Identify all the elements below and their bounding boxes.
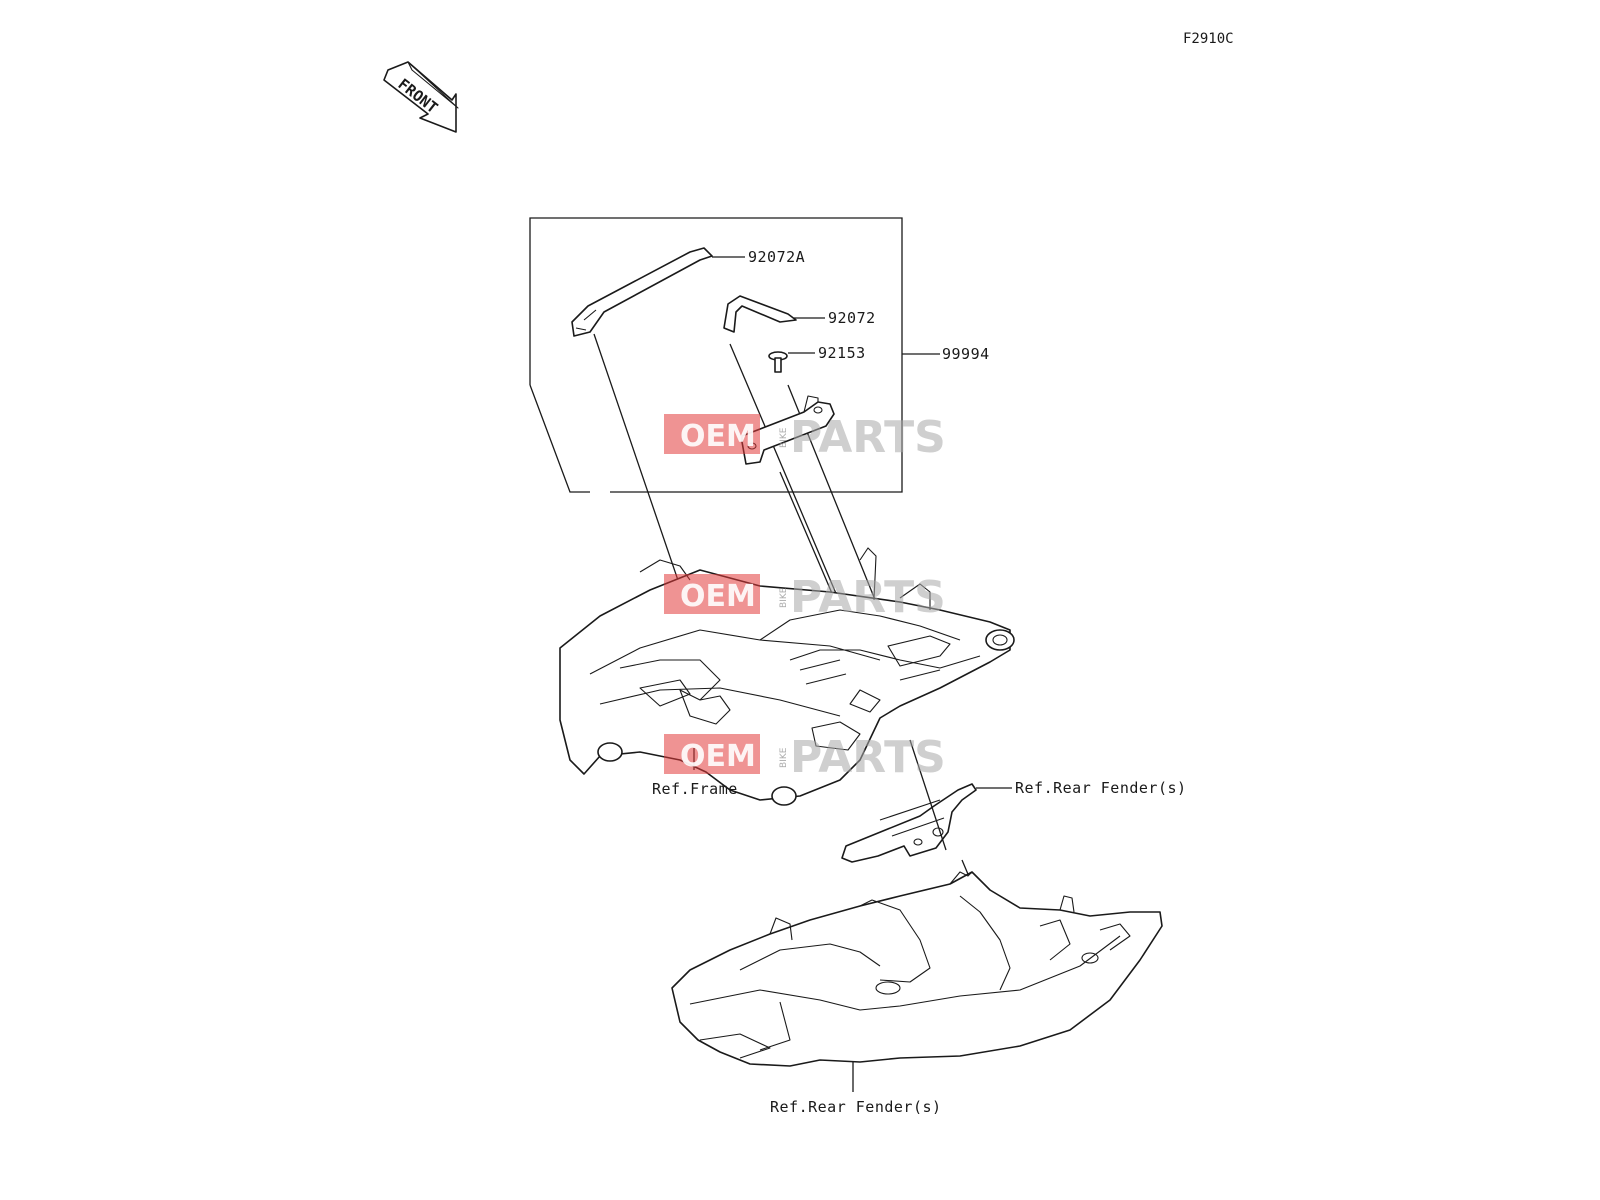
label-ref-rear-fender-lower: Ref.Rear Fender(s)	[770, 1098, 942, 1116]
label-99994: 99994	[942, 345, 990, 363]
watermark-oem: OEM	[680, 419, 756, 454]
label-92072: 92072	[828, 309, 876, 327]
watermark-oem: OEM	[680, 739, 756, 774]
label-ref-rear-fender-upper: Ref.Rear Fender(s)	[1015, 779, 1187, 797]
kit-outline	[529, 217, 940, 493]
watermark-bike: BIKE	[779, 587, 789, 608]
watermark-oem: OEM	[680, 579, 756, 614]
label-ref-frame: Ref.Frame	[652, 780, 738, 798]
watermark-3: OEM BIKE PARTS	[664, 732, 946, 783]
label-92153: 92153	[818, 344, 866, 362]
label-92072a: 92072A	[748, 248, 805, 266]
rear-fender	[671, 871, 1163, 1092]
watermark-bike: BIKE	[779, 427, 789, 448]
diagram-code: F2910C	[1183, 31, 1234, 47]
watermark-parts: PARTS	[790, 412, 946, 463]
watermark-parts: PARTS	[790, 572, 946, 623]
front-arrow-icon: FRONT	[383, 61, 459, 133]
watermark-1: OEM BIKE PARTS	[664, 412, 946, 463]
watermark-bike: BIKE	[779, 747, 789, 768]
watermark-parts: PARTS	[790, 732, 946, 783]
watermark-2: OEM BIKE PARTS	[664, 572, 946, 623]
